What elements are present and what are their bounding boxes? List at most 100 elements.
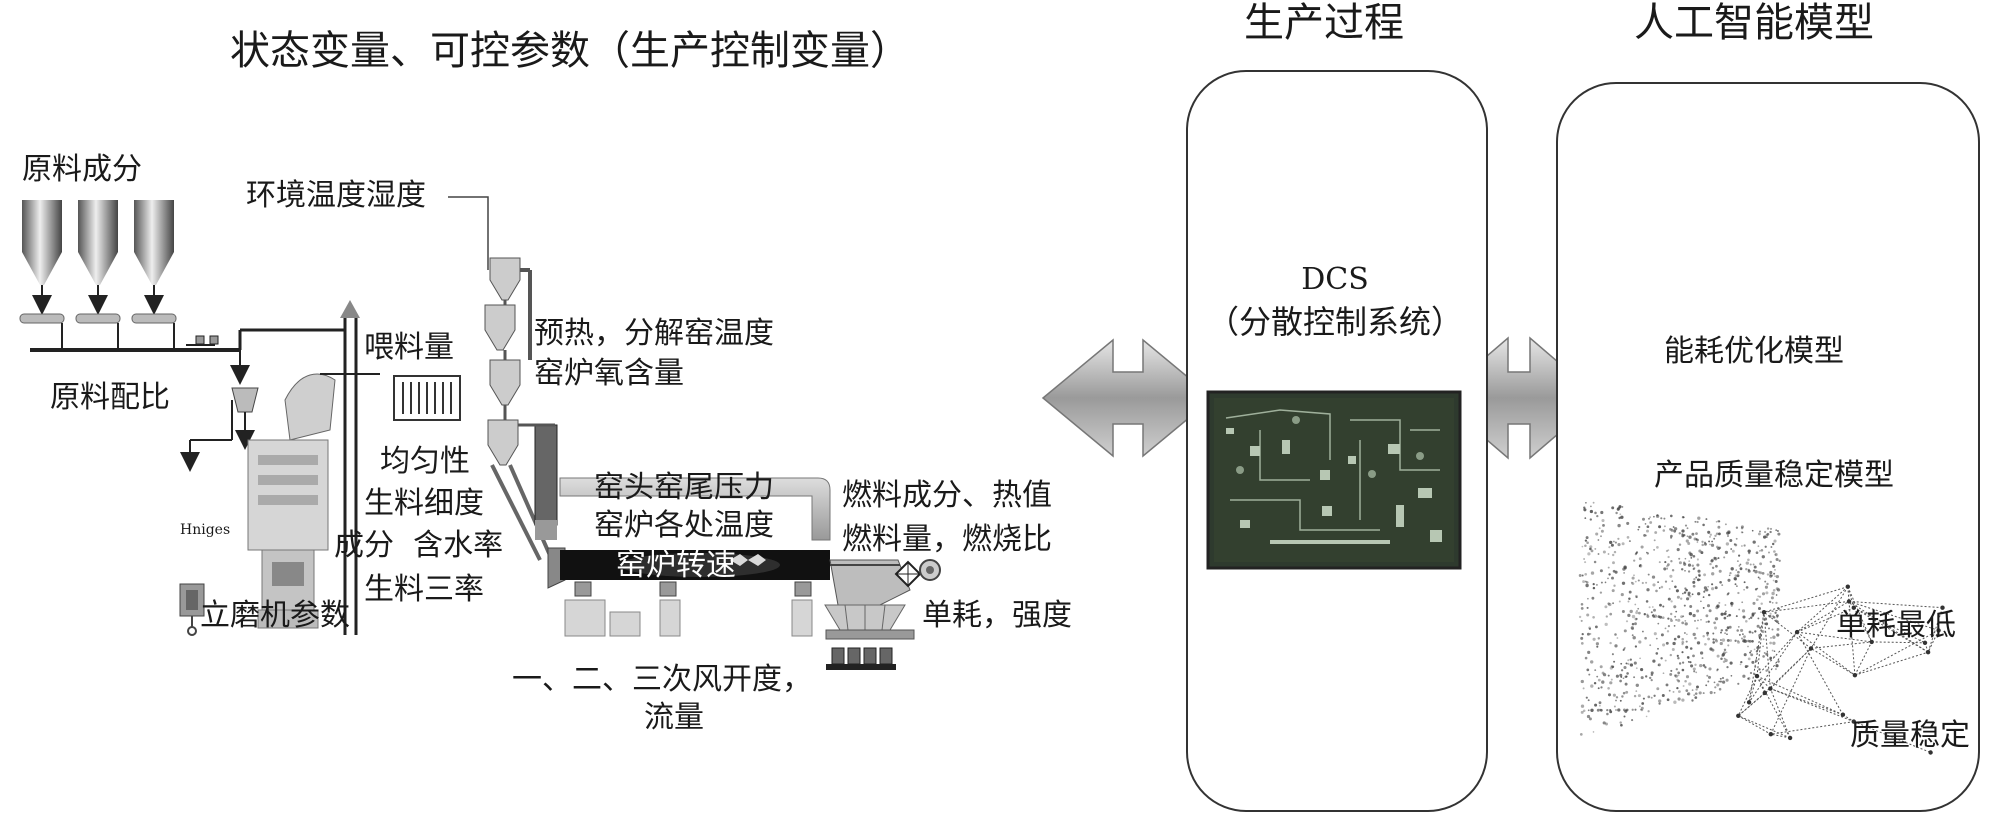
cloud-point	[1585, 583, 1589, 588]
cloud-point	[1604, 581, 1607, 584]
cloud-point	[1748, 630, 1752, 634]
cloud-point	[1633, 694, 1637, 698]
cloud-point	[1730, 601, 1733, 604]
cloud-point	[1605, 722, 1608, 726]
cloud-point	[1611, 506, 1615, 510]
cloud-point	[1678, 662, 1682, 665]
cloud-point	[1586, 632, 1590, 636]
cloud-point	[1644, 523, 1647, 525]
cloud-point	[1719, 680, 1722, 683]
cloud-point	[1580, 607, 1584, 610]
cloud-point	[1703, 586, 1708, 590]
cloud-point	[1673, 700, 1677, 704]
cloud-point	[1609, 612, 1613, 616]
cloud-point	[1747, 677, 1750, 680]
cloud-point	[1619, 721, 1622, 724]
cloud-point	[1738, 565, 1741, 567]
cloud-point	[1747, 657, 1751, 661]
cloud-point	[1660, 585, 1664, 589]
cloud-point	[1593, 681, 1597, 685]
cloud-point	[1663, 567, 1667, 571]
cloud-point	[1720, 612, 1724, 616]
cloud-point	[1610, 543, 1614, 547]
cloud-point	[1713, 556, 1716, 560]
cloud-point	[1704, 642, 1707, 646]
cloud-point	[1611, 576, 1614, 580]
cloud-point	[1606, 712, 1609, 716]
cloud-point	[1758, 532, 1761, 536]
cloud-point	[1580, 619, 1583, 622]
right-title: 人工智能模型	[1634, 0, 1874, 46]
cloud-point	[1741, 601, 1744, 604]
cloud-point	[1580, 704, 1585, 708]
cloud-point	[1738, 554, 1741, 557]
uniformity-label: 均匀性	[380, 444, 470, 479]
cloud-point	[1743, 544, 1746, 547]
cloud-point	[1583, 508, 1587, 512]
cloud-point	[1736, 629, 1739, 632]
network-node	[1840, 712, 1846, 717]
cloud-point	[1686, 597, 1690, 601]
cloud-point	[1652, 615, 1656, 618]
cloud-point	[1613, 584, 1616, 587]
cloud-point	[1718, 687, 1722, 691]
cloud-point	[1578, 615, 1582, 619]
cloud-point	[1684, 620, 1687, 622]
cloud-point	[1667, 597, 1671, 601]
cloud-point	[1626, 521, 1630, 525]
cloud-point	[1644, 636, 1647, 640]
cloud-point	[1773, 539, 1777, 543]
cloud-point	[1764, 585, 1768, 589]
cloud-point	[1647, 710, 1650, 713]
cloud-point	[1598, 701, 1602, 705]
cloud-point	[1607, 577, 1609, 580]
cloud-point	[1622, 691, 1626, 695]
network-node	[1940, 605, 1945, 610]
cloud-point	[1651, 606, 1654, 608]
cloud-point	[1776, 627, 1780, 631]
cloud-point	[1623, 572, 1625, 574]
cloud-point	[1714, 586, 1718, 590]
cloud-point	[1765, 622, 1769, 626]
cloud-point	[1723, 657, 1726, 660]
kiln-temps-label: 窑炉各处温度	[594, 508, 774, 543]
cloud-point	[1683, 604, 1686, 607]
cloud-point	[1662, 643, 1666, 647]
cloud-point	[1659, 603, 1662, 607]
cloud-point	[1734, 574, 1738, 577]
cloud-point	[1645, 675, 1648, 678]
cloud-point	[1649, 644, 1652, 647]
cloud-point	[1761, 555, 1765, 559]
network-node	[1846, 599, 1852, 604]
cloud-point	[1607, 553, 1610, 555]
cloud-point	[1724, 604, 1727, 606]
cloud-point	[1688, 551, 1692, 555]
cloud-point	[1749, 651, 1752, 654]
cloud-point	[1769, 641, 1772, 645]
cloud-point	[1661, 694, 1665, 697]
cloud-point	[1742, 638, 1746, 642]
cloud-point	[1579, 733, 1583, 736]
cloud-point	[1771, 628, 1774, 631]
vertical-mill	[247, 373, 336, 629]
cloud-point	[1759, 626, 1762, 629]
cloud-point	[1635, 617, 1638, 620]
cloud-point	[1689, 661, 1692, 664]
cloud-point	[1774, 580, 1778, 583]
fuel-composition-label: 燃料成分、热值	[842, 478, 1052, 513]
cloud-point	[1696, 609, 1700, 613]
kiln-pressure-label: 窑头窑尾压力	[594, 470, 774, 505]
kiln-speed-label: 窑炉转速	[616, 548, 736, 583]
cloud-point	[1772, 588, 1776, 592]
cloud-point	[1692, 554, 1696, 558]
cloud-point	[1774, 611, 1777, 614]
cloud-point	[1708, 609, 1712, 613]
cloud-point	[1656, 687, 1660, 691]
cloud-point	[1769, 612, 1772, 615]
cloud-point	[1675, 589, 1679, 593]
cloud-point	[1580, 636, 1584, 640]
cloud-point	[1769, 560, 1772, 564]
cloud-point	[1716, 668, 1719, 671]
cloud-point	[1678, 561, 1682, 565]
cloud-point	[1752, 540, 1756, 544]
